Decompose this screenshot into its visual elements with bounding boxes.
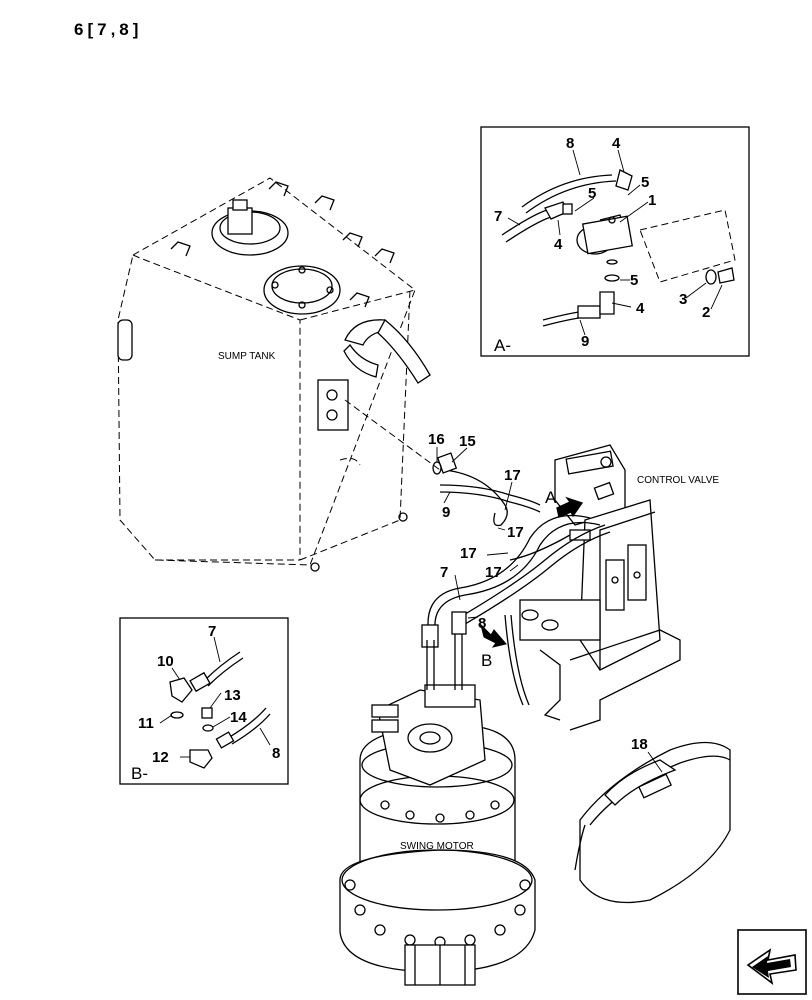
callout-a8: 8 [566,135,574,152]
callout-m7: 7 [440,564,448,581]
next-page-arrow-icon[interactable] [737,929,807,995]
callout-m8: 8 [478,615,486,632]
callout-b13: 13 [224,687,241,704]
detail-a-mark: A- [494,336,511,355]
detail-a-leaders [507,149,723,336]
callout-c18: 18 [631,736,648,753]
callout-m17b: 17 [507,524,524,541]
view-direction-arrow-icon [556,496,584,518]
callout-b12: 12 [152,749,169,766]
callout-a5-mid: 5 [588,185,596,202]
sump-tank [117,177,441,572]
callout-m16: 16 [428,431,445,448]
callout-b8: 8 [272,745,280,762]
callout-a3: 3 [679,291,687,308]
callout-b14: 14 [230,709,247,726]
swing-motor-label: SWING MOTOR [400,841,474,852]
callout-a5-top: 5 [641,174,649,191]
swing-motor [339,634,536,986]
control-valve [519,444,681,731]
detail-b-leaders [159,636,271,758]
detail-b-mark: B- [131,764,148,783]
callout-m17c: 17 [460,545,477,562]
callout-b11: 11 [138,715,154,732]
callout-a4-top: 4 [612,135,621,152]
callout-a4-mid: 4 [554,236,563,253]
item-18-case [574,741,731,904]
callout-a2: 2 [702,304,710,321]
control-valve-label: CONTROL VALVE [637,475,719,486]
callout-m9: 9 [442,504,450,521]
hoses-main [421,452,611,706]
callout-b10: 10 [157,653,174,670]
callout-m17a: 17 [504,467,521,484]
callout-a7: 7 [494,208,502,225]
callout-a9: 9 [581,333,589,350]
view-direction-arrow-icon [480,623,507,648]
callout-m17d: 17 [485,564,502,581]
page-reference: 6[7,8] [74,20,143,39]
view-b-mark: B [481,651,492,670]
callout-a1: 1 [648,192,656,209]
sump-tank-label: SUMP TANK [218,351,276,362]
detail-a-box [480,126,750,357]
callout-b7: 7 [208,623,216,640]
main-leaders [436,447,519,619]
callout-a4-bottom: 4 [636,300,645,317]
callout-a5-bottom: 5 [630,272,638,289]
callout-m15: 15 [459,433,476,450]
view-a-mark: A [545,488,557,507]
detail-b-box [119,617,289,785]
